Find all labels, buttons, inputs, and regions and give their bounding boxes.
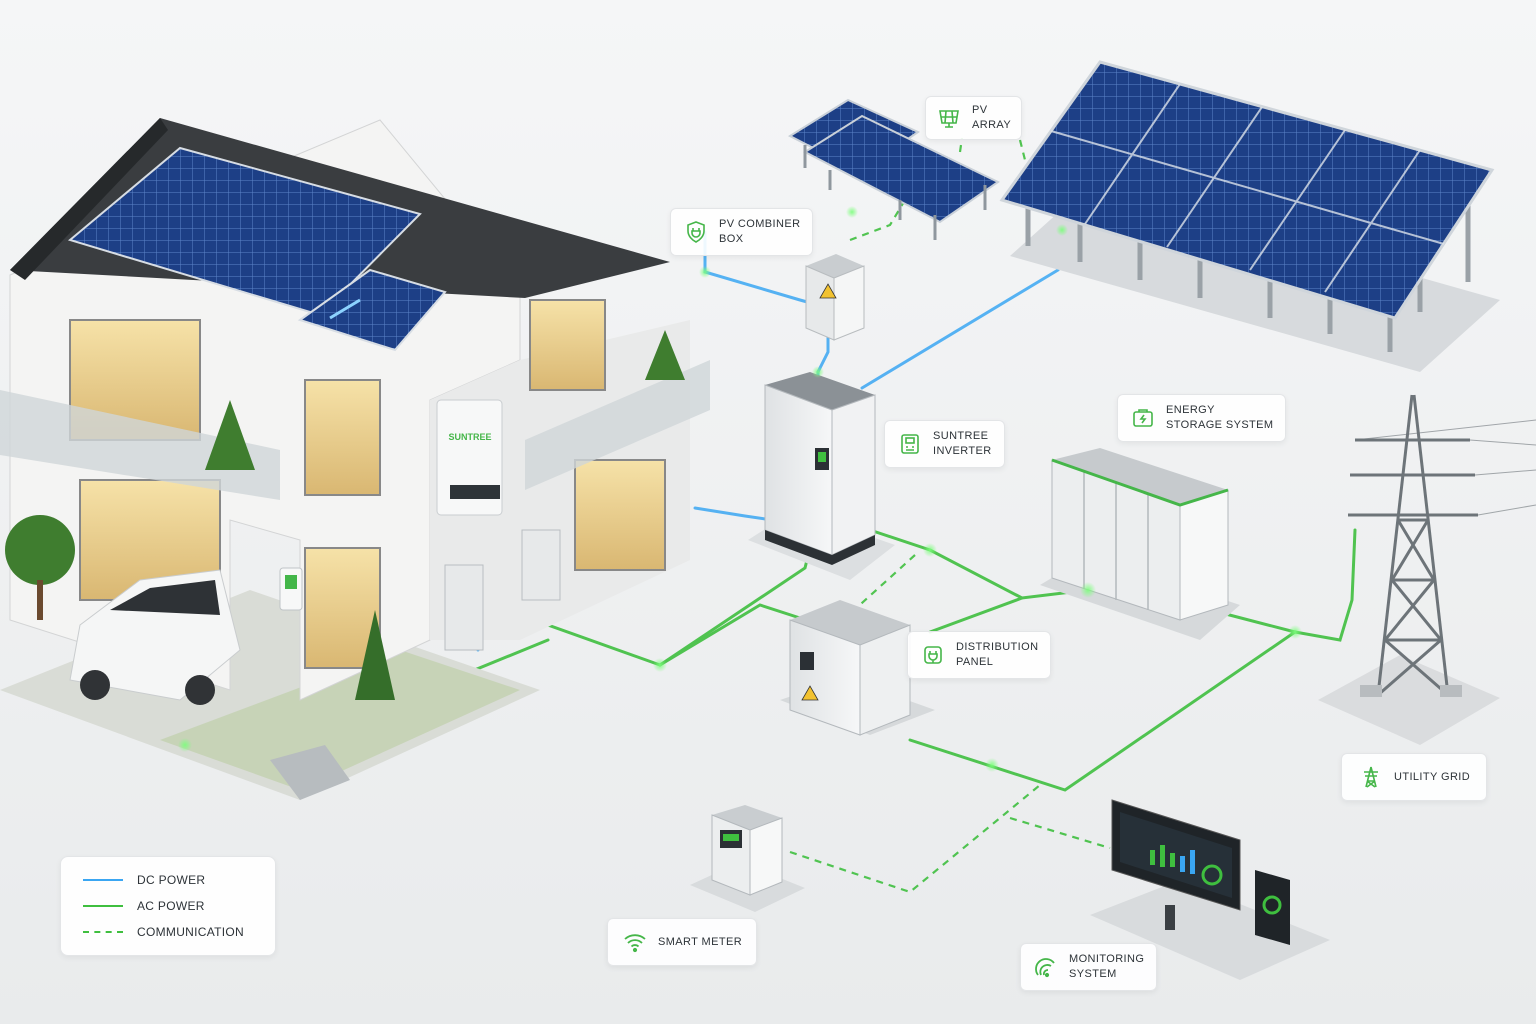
distribution-panel-cabinet	[780, 600, 935, 736]
label-utility-grid: UTILITY GRID	[1341, 753, 1488, 801]
ac-line-distribution-grid	[908, 630, 1297, 792]
wifi-icon	[622, 929, 648, 955]
pv-combiner-box	[805, 254, 865, 341]
comm-line-monitoring	[1009, 816, 1111, 850]
legend-item-dc-power: DC POWER	[83, 873, 205, 887]
legend-label-comm: COMMUNICATION	[137, 925, 245, 939]
monitor-signal-icon	[1033, 954, 1059, 980]
label-pv-combiner-line1: PV COMBINER	[719, 218, 801, 230]
label-pv-array-line2: ARRAY	[972, 119, 1012, 131]
label-monitoring-line2: SYSTEM	[1069, 968, 1117, 980]
legend-label-dc: DC POWER	[137, 873, 206, 887]
comm-line-meter-grid	[789, 784, 1041, 894]
label-monitoring-system: MONITORING SYSTEM	[1020, 943, 1158, 991]
label-pv-array: PV ARRAY	[925, 96, 1023, 140]
plug-icon	[920, 642, 946, 668]
house	[0, 118, 710, 800]
label-pv-combiner-line2: BOX	[719, 233, 744, 245]
legend-swatch-comm	[83, 931, 123, 933]
communication-lines	[789, 137, 1111, 894]
label-pv-array-line1: PV	[972, 104, 988, 116]
label-inverter-line1: SUNTREE	[933, 430, 989, 442]
label-suntree-inverter: SUNTREE INVERTER	[884, 420, 1005, 468]
large-pv-array	[999, 60, 1500, 372]
label-storage-line1: ENERGY	[1166, 404, 1215, 416]
ac-line-storage-distribution	[928, 596, 1024, 634]
energy-storage-system	[1040, 448, 1240, 640]
ac-line-storage-grid	[1216, 528, 1357, 642]
house-inverter-brand: SUNTREE	[448, 432, 491, 442]
label-pv-combiner-box: PV COMBINER BOX	[670, 208, 814, 256]
small-pv-arrays	[787, 98, 1000, 240]
legend: DC POWER AC POWER COMMUNICATION	[60, 856, 276, 956]
label-distribution-line1: DISTRIBUTION	[956, 641, 1039, 653]
pylon-icon	[1358, 764, 1384, 790]
ac-line-house-distribution	[658, 603, 802, 667]
legend-item-ac-power: AC POWER	[83, 899, 205, 913]
legend-swatch-ac	[83, 905, 123, 907]
label-inverter-line2: INVERTER	[933, 445, 992, 457]
label-distribution-panel: DISTRIBUTION PANEL	[907, 631, 1052, 679]
label-utility-line1: UTILITY GRID	[1394, 770, 1471, 783]
shield-plug-icon	[683, 219, 709, 245]
connection-nodes	[178, 206, 1302, 772]
label-smart-meter: SMART METER	[607, 918, 758, 966]
comm-line-array-label-2	[1018, 139, 1027, 161]
label-storage-line2: STORAGE SYSTEM	[1166, 419, 1274, 431]
label-smart-meter-line1: SMART METER	[658, 935, 743, 948]
comm-line-array-label	[958, 137, 964, 153]
legend-swatch-dc	[83, 879, 123, 881]
solar-panel-icon	[936, 105, 962, 131]
legend-item-communication: COMMUNICATION	[83, 925, 244, 939]
ac-line-inverter-storage	[868, 528, 1090, 600]
suntree-inverter	[748, 372, 895, 580]
label-monitoring-line1: MONITORING	[1069, 953, 1145, 965]
comm-line-inverter-distribution	[851, 554, 916, 613]
monitoring-system-device	[1090, 799, 1330, 980]
comm-line-combiner-array	[849, 199, 906, 242]
utility-grid-pylon	[1318, 394, 1536, 745]
label-energy-storage-system: ENERGY STORAGE SYSTEM	[1117, 394, 1287, 442]
dc-line-inverter-house	[693, 506, 774, 522]
inverter-icon	[897, 431, 923, 457]
smart-meter-device	[690, 805, 805, 912]
label-distribution-line2: PANEL	[956, 656, 994, 668]
battery-icon	[1130, 405, 1156, 431]
legend-label-ac: AC POWER	[137, 899, 205, 913]
